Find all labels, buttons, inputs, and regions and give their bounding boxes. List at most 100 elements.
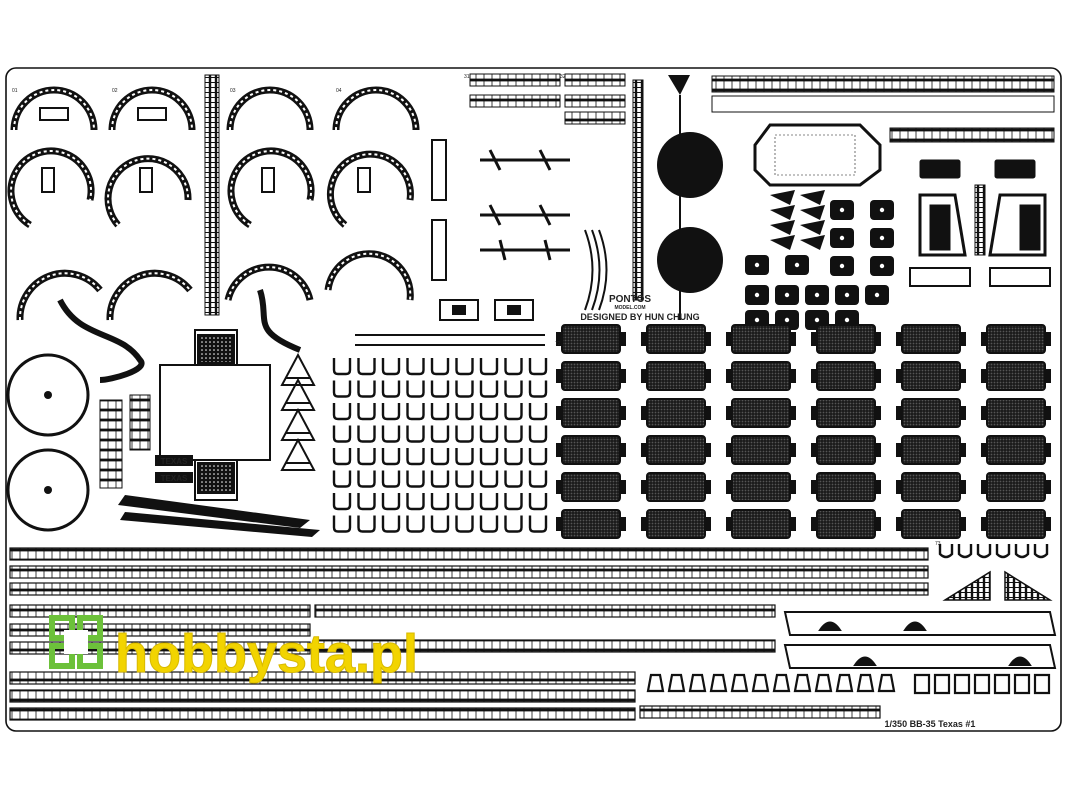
u-clip-part (455, 425, 474, 443)
svg-text:01: 01 (12, 88, 18, 94)
u-clip-part (479, 448, 499, 466)
u-clip-part (332, 448, 352, 466)
ring-part (329, 153, 412, 226)
top-rail-strips (469, 73, 626, 125)
mesh-panel-part (726, 509, 796, 539)
u-clip-part (332, 380, 352, 398)
u-clip-part (455, 358, 474, 376)
mesh-panel-part (641, 398, 711, 428)
watermark: hobbysta.pl (49, 615, 419, 685)
u-clip-part (528, 425, 548, 443)
mesh-panel-part (896, 509, 966, 539)
large-black-discs (657, 75, 723, 320)
mesh-panel-part (641, 361, 711, 391)
u-clip-part (479, 358, 499, 376)
mesh-panel-part (981, 435, 1051, 465)
u-clip-part (406, 493, 425, 511)
u-clip-part (455, 380, 474, 398)
u-clip-part (381, 358, 401, 376)
ring-part (335, 89, 417, 131)
svg-text:03: 03 (230, 88, 236, 94)
bracket-part (709, 673, 728, 693)
u-clip-part (357, 470, 376, 488)
u-clip-part (528, 448, 548, 466)
u-clip-part (332, 470, 352, 488)
u-clip-part (430, 403, 450, 421)
u-clip-part (528, 380, 548, 398)
u-clip-part (357, 358, 376, 376)
small-pad-part (835, 285, 859, 305)
u-clip-part (406, 515, 425, 533)
rail-strip (9, 547, 929, 561)
folding-box-part (159, 329, 271, 501)
ladder-part (632, 79, 644, 301)
u-clip-part (332, 403, 352, 421)
small-pad-part (785, 255, 809, 275)
u-clip-part (528, 470, 548, 488)
curved-rails (584, 229, 608, 311)
mesh-panel-part (811, 398, 881, 428)
thin-rods (355, 334, 545, 346)
watermark-logo-icon (49, 615, 103, 669)
rail-strip (9, 582, 929, 596)
bracket-part (751, 673, 770, 693)
mesh-panel-part (981, 324, 1051, 354)
small-pad-part (870, 228, 894, 248)
u-clip-grid (332, 358, 548, 533)
ring-part (111, 89, 193, 131)
bracket-part (856, 673, 875, 693)
svg-text:73: 73 (935, 541, 941, 547)
rail-strip (9, 707, 636, 721)
name-plate-2: TEXAS (161, 474, 188, 483)
u-clip-part (528, 515, 548, 533)
truss-parts (280, 352, 316, 471)
u-clip-part (381, 470, 401, 488)
mesh-panel-part (896, 361, 966, 391)
ring-part (10, 149, 93, 226)
bracket-part (877, 673, 896, 693)
mesh-panel-part (641, 324, 711, 354)
rail-strip (639, 705, 881, 719)
grille-plate (129, 394, 151, 451)
spoked-parts (480, 149, 570, 261)
u-clip-part (504, 515, 523, 533)
u-clip-part (479, 425, 499, 443)
bracket-part (646, 673, 665, 693)
hook-part (957, 544, 973, 559)
small-pad-part (775, 285, 799, 305)
u-clip-part (504, 425, 523, 443)
wedge-parts (770, 190, 825, 250)
rail-strip (314, 639, 776, 653)
mesh-panel-part (641, 509, 711, 539)
mesh-panel-part (726, 472, 796, 502)
bracket-part (793, 673, 812, 693)
mesh-panel-part (726, 361, 796, 391)
mesh-panel-part (811, 361, 881, 391)
name-plates: TEXAS TEXAS (155, 455, 193, 483)
ring-part (227, 266, 311, 301)
u-clip-part (455, 448, 474, 466)
rail-strip (9, 689, 636, 703)
mesh-panel-part (556, 398, 626, 428)
small-pad-part (870, 200, 894, 220)
ring-part (230, 149, 313, 226)
u-clip-part (504, 380, 523, 398)
mesh-panel-part (726, 324, 796, 354)
mesh-panel-part (896, 472, 966, 502)
rail-strip (9, 565, 929, 579)
bench-parts (439, 299, 534, 321)
u-clip-part (430, 448, 450, 466)
curved-walkway (57, 298, 145, 383)
grille-plate (99, 399, 123, 489)
mesh-panel-grid (556, 324, 1051, 539)
u-clip-part (455, 515, 474, 533)
u-clip-part (332, 425, 352, 443)
u-clip-part (528, 493, 548, 511)
mesh-panel-part (556, 435, 626, 465)
round-discs (6, 353, 90, 532)
u-clip-part (406, 403, 425, 421)
platform-inserts (39, 107, 447, 281)
rail-strip (9, 671, 636, 685)
mesh-panel-part (641, 435, 711, 465)
u-clip-part (332, 493, 352, 511)
